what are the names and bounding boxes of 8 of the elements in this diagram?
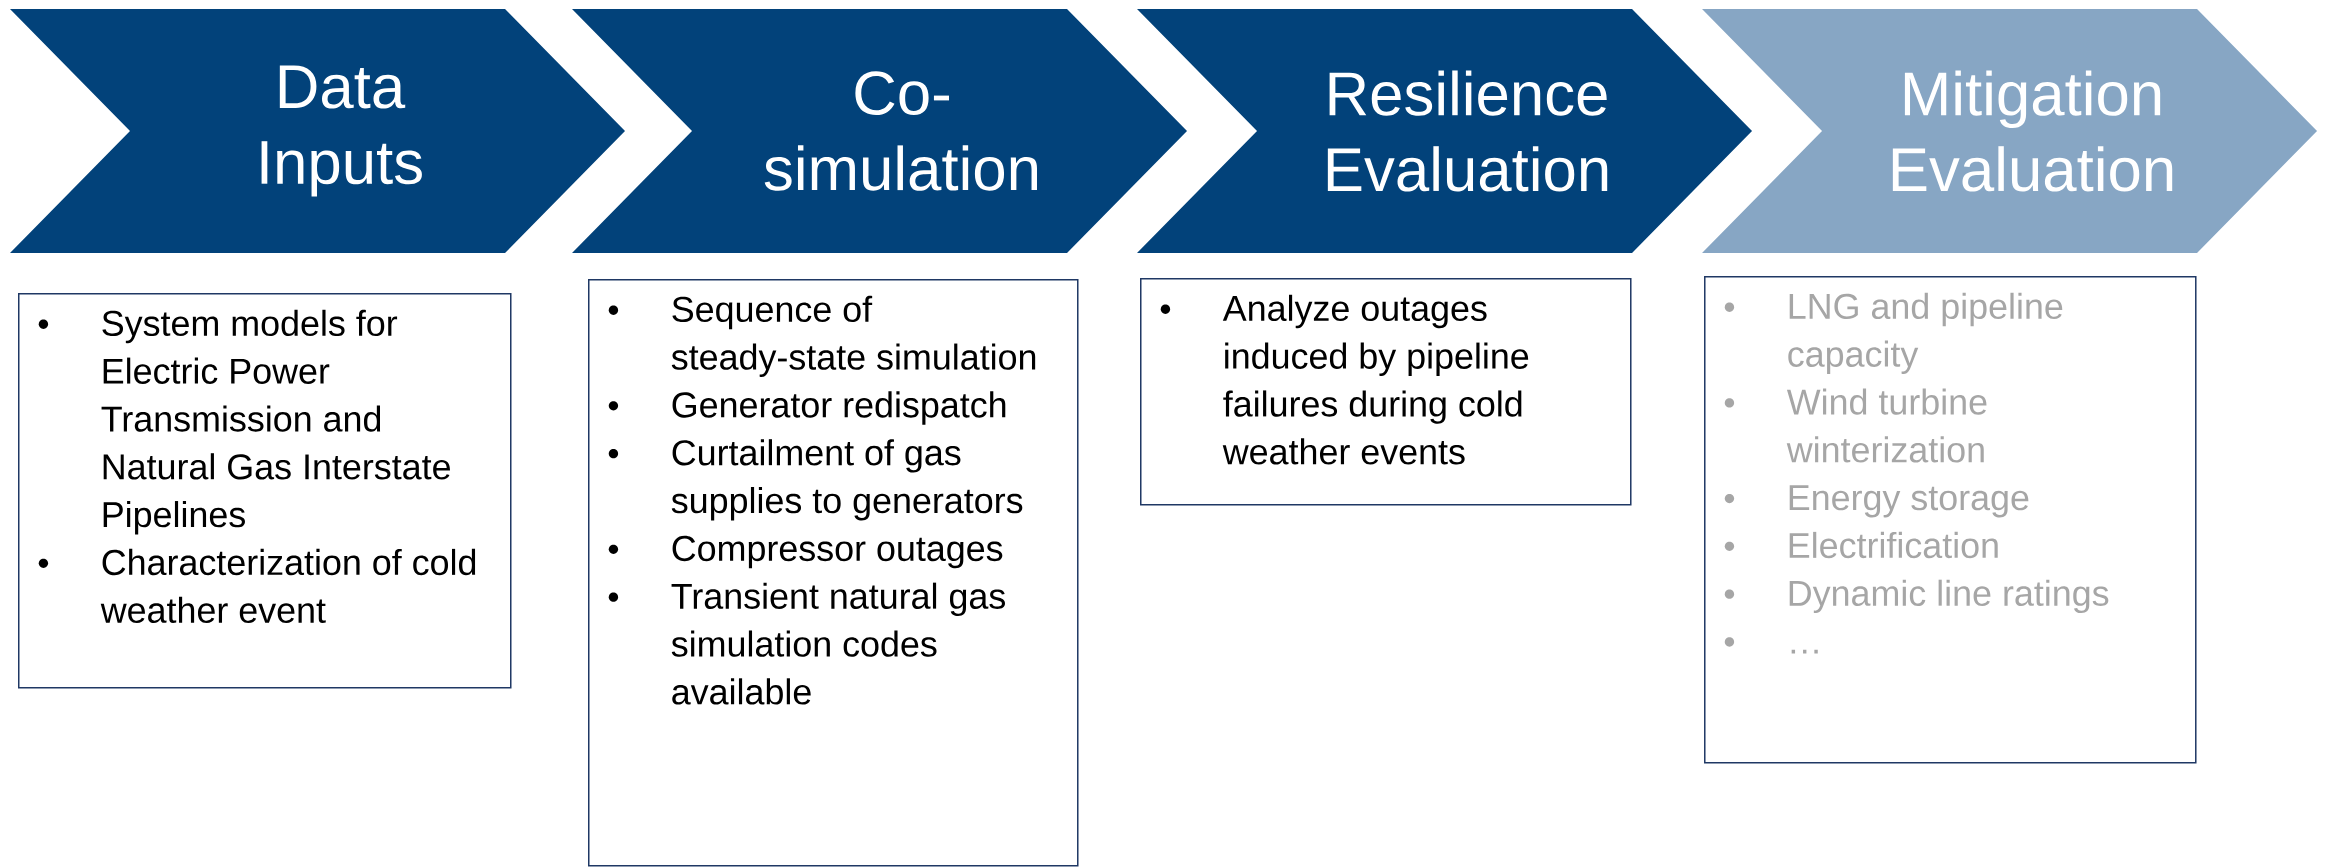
step-banner: Data Inputs bbox=[10, 9, 625, 253]
text-box: LNG and pipeline capacity Wind turbine winterization Energy storage Electrification Dynamic line ratings … bbox=[1704, 276, 2197, 764]
step-banner: Resilience Evaluation bbox=[1137, 9, 1753, 253]
text-box: System models for Electric Power Transmission and Natural Gas Interstate Pipelines Characterization of cold weather event bbox=[18, 293, 512, 689]
step-banner: Mitigation Evaluation bbox=[1702, 9, 2318, 253]
text-box: Analyze outages induced by pipeline failures during cold weather events bbox=[1140, 278, 1632, 506]
text-box: Sequence of steady-state simulation Generator redispatch Curtailment of gas supplies to generators Compressor outages Transient natural gas simulation codes available bbox=[588, 279, 1079, 867]
step-banner: Co-simulation bbox=[572, 9, 1187, 253]
